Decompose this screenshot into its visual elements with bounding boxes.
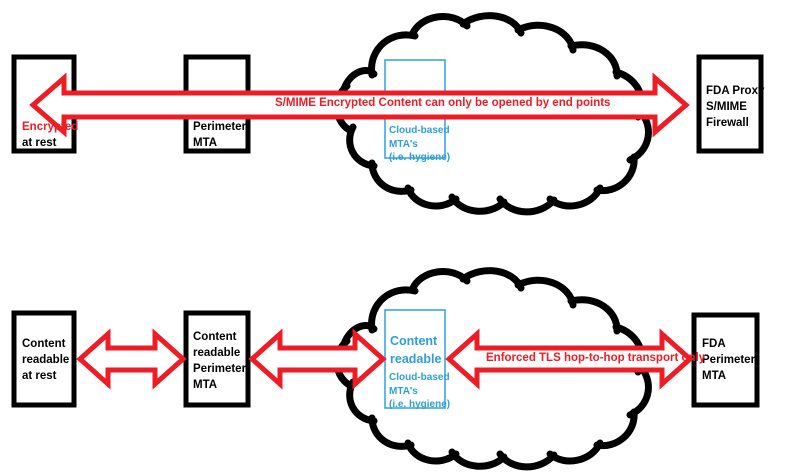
cloud-internet-top: [333, 12, 652, 216]
box-fda-proxy-smime-firewall-label: FDA Proxy S/MIME Firewall: [706, 85, 765, 129]
box-cloud-based-mta-bottom-big-label: Content readable: [390, 334, 442, 367]
arrow-tls-cloud-to-fda: [445, 328, 694, 390]
arrow-tls-rest-to-perimeter: [76, 328, 187, 390]
arrow-smime-end-to-end: [29, 72, 690, 138]
arrow-tls-cloud-to-fda-caption: Enforced TLS hop-to-hop transport only: [486, 352, 706, 364]
box-cloud-based-mta-bottom: [384, 309, 446, 409]
cloud-internet-bottom: [333, 267, 652, 471]
box-fda-perimeter-mta: [691, 312, 760, 408]
box-content-readable-at-rest-label: Content readable at rest: [22, 338, 70, 382]
box-content-readable-at-rest: [11, 310, 77, 408]
box-fda-proxy-smime-firewall: [696, 54, 764, 154]
box-content-readable-perimeter-mta-label: Content readable Perimeter MTA: [193, 331, 247, 391]
box-cloud-based-mta-top-label: Cloud-based MTA's (i.e. hygiene): [389, 125, 451, 163]
box-encrypted-at-rest-label: Encrypted at rest: [22, 121, 79, 149]
box-cloud-based-mta-bottom-small-label: Cloud-based MTA's (i.e. hygiene): [389, 372, 451, 410]
arrow-tls-perimeter-to-cloud: [248, 328, 387, 390]
arrow-smime-end-to-end-caption: S/MIME Encrypted Content can only be ope…: [275, 97, 611, 109]
box-perimeter-mta-label: Perimeter MTA: [193, 121, 247, 149]
box-fda-perimeter-mta-label: FDA Perimeter MTA: [702, 338, 756, 382]
